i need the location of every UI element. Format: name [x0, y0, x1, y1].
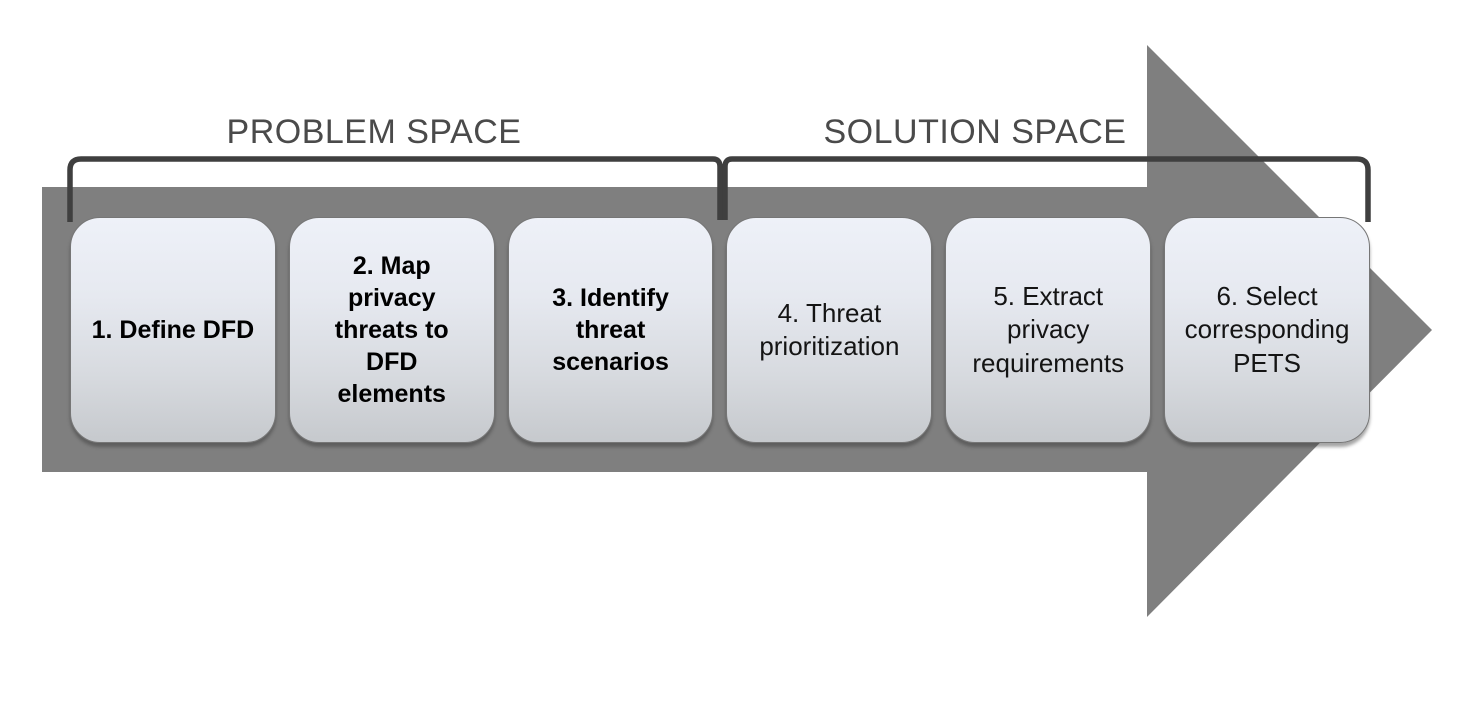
step-label-1: 1. Define DFD [91, 316, 255, 344]
steps-row: 1. Define DFD 2. Map privacy threats to … [70, 217, 1370, 443]
step-label-4: 4. Threat prioritization [759, 297, 900, 361]
solution-space-bracket [722, 156, 1371, 222]
step-box-2: 2. Map privacy threats to DFD elements [288, 217, 495, 443]
step-box-5: 5. Extract privacy requirements [945, 217, 1152, 443]
step-label-6: 6. Select corresponding PETS [1184, 281, 1350, 378]
step-label-5: 5. Extract privacy requirements [972, 281, 1125, 378]
step-box-4: 4. Threat prioritization [726, 217, 933, 443]
step-label-3: 3. Identify threat scenarios [552, 284, 669, 376]
step-box-1: 1. Define DFD [70, 217, 276, 443]
step-label-2: 2. Map privacy threats to DFD elements [334, 252, 449, 408]
problem-space-bracket [67, 156, 723, 222]
solution-space-label: SOLUTION SPACE [823, 113, 1127, 151]
step-box-3: 3. Identify threat scenarios [507, 217, 714, 443]
step-box-6: 6. Select corresponding PETS [1164, 217, 1370, 443]
problem-space-label: PROBLEM SPACE [226, 113, 522, 151]
